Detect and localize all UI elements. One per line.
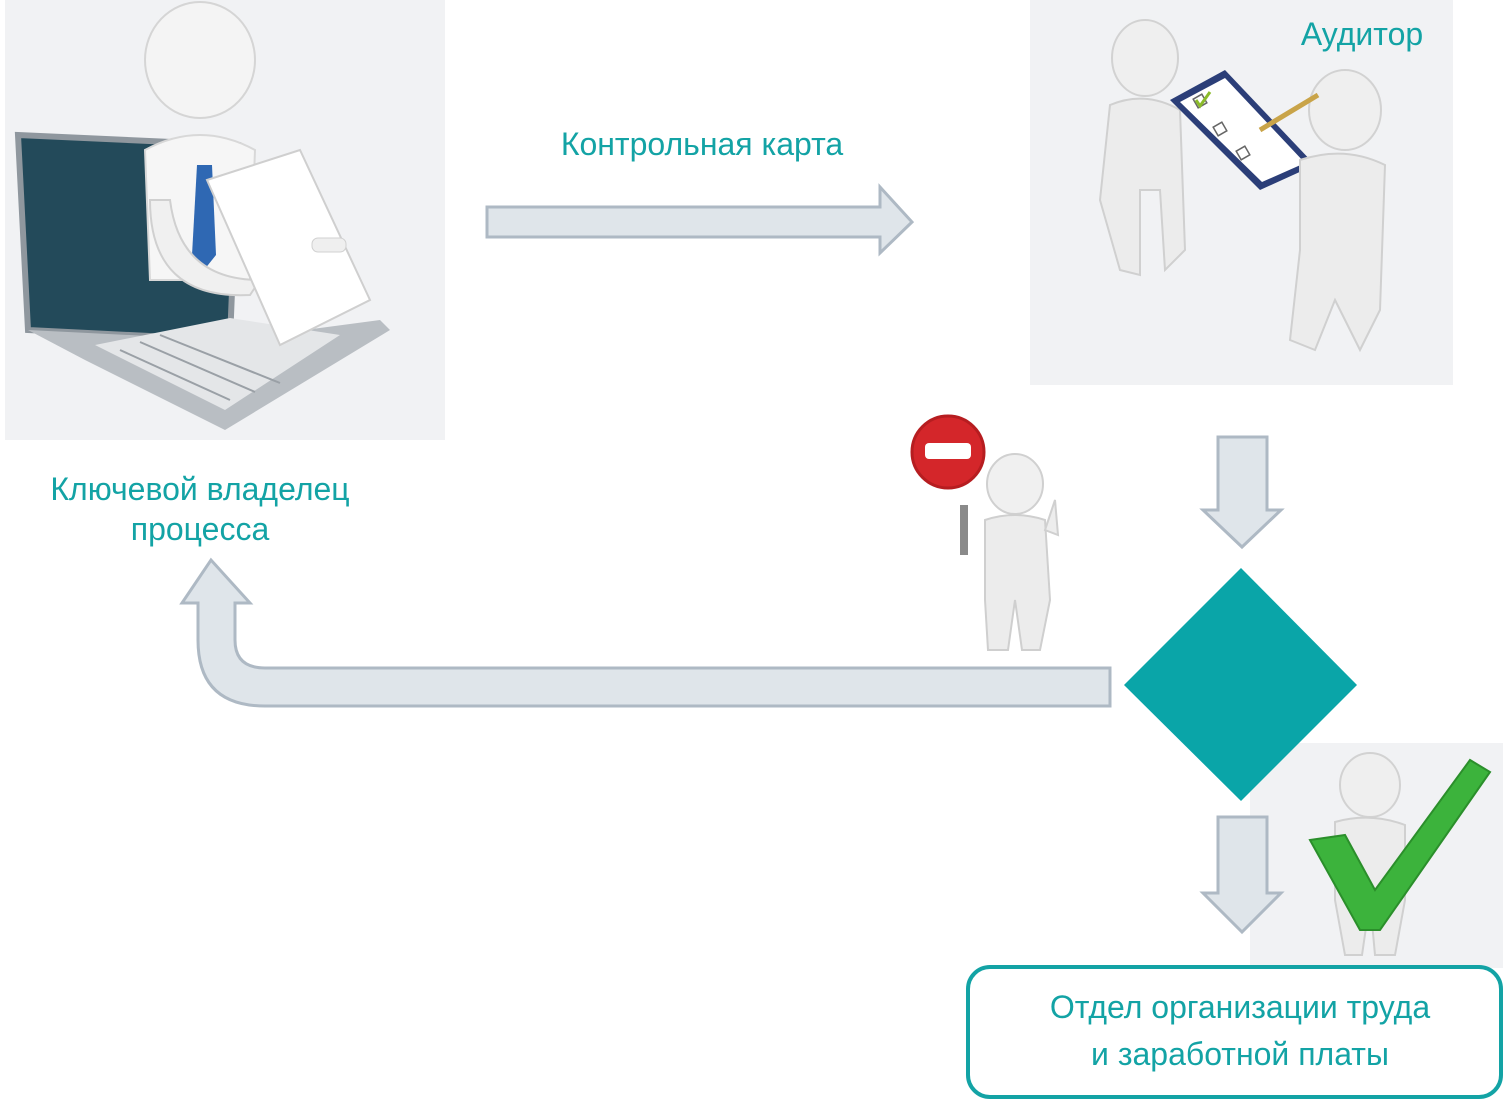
checklist-label: Контрольная карта <box>561 126 844 162</box>
decision-diamond <box>1124 568 1357 801</box>
down-arrow-to-department <box>1199 815 1285 935</box>
down-arrow-to-decision <box>1199 435 1285 550</box>
approve-illustration <box>1250 743 1503 968</box>
right-arrow <box>485 183 915 257</box>
auditor-illustration <box>1030 0 1453 385</box>
department-label-line2: и заработной платы <box>1091 1036 1389 1072</box>
department-box <box>966 965 1503 1099</box>
owner-illustration <box>5 0 445 440</box>
owner-label-line1: Ключевой владелец <box>50 471 349 507</box>
stop-person-illustration <box>910 414 1060 651</box>
checkmark-icon <box>1308 758 1492 931</box>
auditor-label: Аудитор <box>1301 16 1423 52</box>
return-arrow <box>179 557 1112 708</box>
department-label-line1: Отдел организации труда <box>1050 989 1431 1025</box>
owner-label-line2: процесса <box>131 511 270 547</box>
